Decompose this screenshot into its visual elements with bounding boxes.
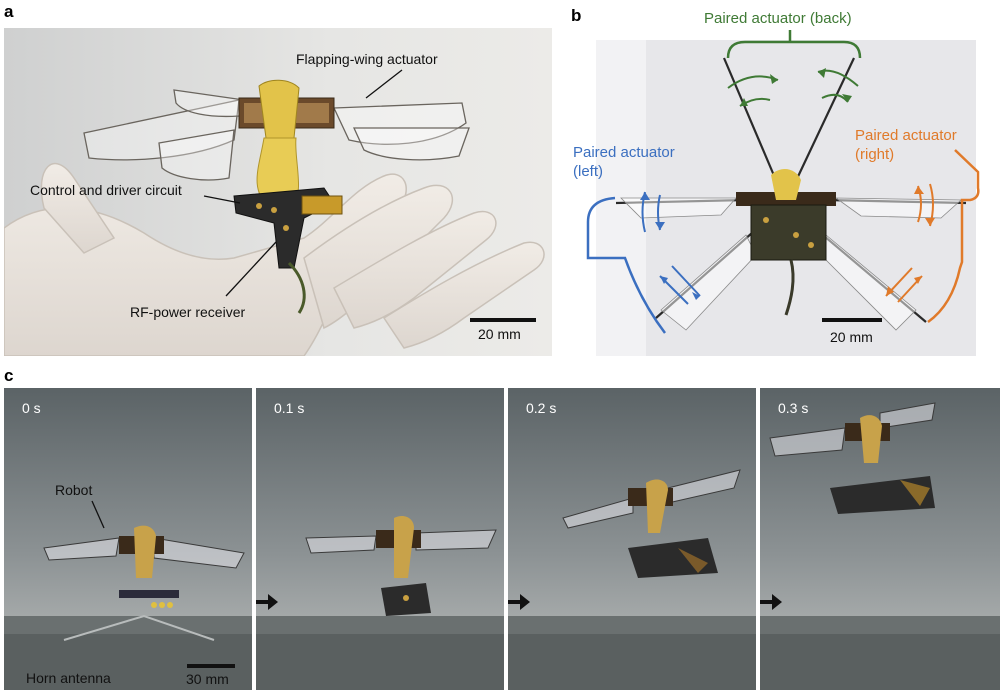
robot-body-top [736, 168, 836, 316]
scale-text-c: 30 mm [186, 671, 229, 687]
panel-c-letter: c [4, 366, 14, 385]
scale-bar-c [187, 664, 235, 668]
back-bracket [726, 30, 862, 59]
frame-time-0s: 0 s [22, 400, 41, 416]
actuator-body [238, 79, 335, 209]
panel-b-photo [596, 40, 976, 356]
panel-b-letter: b [571, 6, 582, 25]
left-arrows [641, 191, 701, 305]
frame-time-0-1s: 0.1 s [274, 400, 305, 416]
label-paired-actuator-right-line1: Paired actuator [855, 127, 957, 144]
frame-time-0-3s: 0.3 s [778, 400, 809, 416]
label-robot: Robot [55, 482, 93, 498]
label-rf-power-receiver: RF-power receiver [130, 304, 246, 320]
back-arrows [727, 69, 859, 107]
scale-bar-a [470, 318, 536, 322]
panel-a-letter: a [4, 2, 14, 21]
frame-0-3s [760, 388, 1000, 690]
panel-a-photo [4, 28, 552, 356]
right-wings [332, 102, 470, 161]
frame-0-1s [256, 388, 504, 690]
scale-text-b: 20 mm [830, 329, 873, 345]
right-arrows [885, 183, 934, 303]
label-paired-actuator-right-line2: (right) [855, 146, 895, 163]
left-bracket [586, 196, 666, 334]
robot-frame-0 [43, 525, 245, 641]
frame-0s [4, 388, 252, 690]
robot-frame-3 [769, 402, 936, 514]
label-paired-actuator-left-line2: (left) [573, 163, 603, 180]
label-paired-actuator-left-line1: Paired actuator [573, 144, 675, 161]
label-paired-actuator-back: Paired actuator (back) [704, 10, 852, 27]
glove-hand [4, 162, 545, 356]
circuit-board [233, 187, 343, 314]
left-wings [83, 89, 245, 181]
right-bracket [927, 149, 980, 324]
frame-time-0-2s: 0.2 s [526, 400, 557, 416]
frame-0-2s [508, 388, 756, 690]
label-horn-antenna: Horn antenna [26, 670, 111, 686]
scale-bar-b [822, 318, 882, 322]
label-flapping-wing-actuator: Flapping-wing actuator [296, 51, 438, 67]
robot-frame-2 [562, 469, 741, 578]
label-control-driver-circuit: Control and driver circuit [30, 182, 182, 198]
robot-frame-1 [305, 516, 497, 616]
panel-b-annotations [586, 30, 980, 334]
scale-text-a: 20 mm [478, 326, 521, 342]
